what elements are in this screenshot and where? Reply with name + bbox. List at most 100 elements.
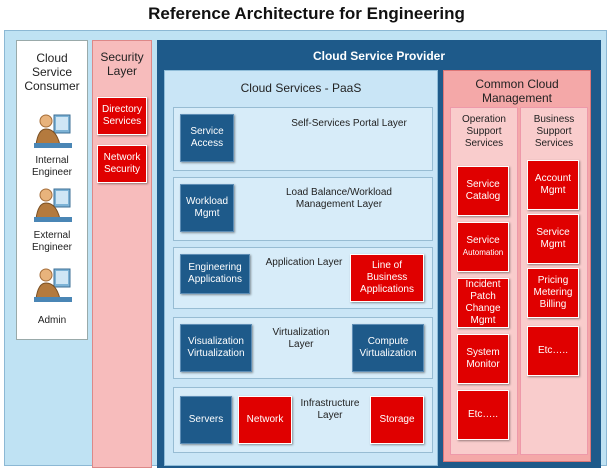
box-line: Mgmt <box>540 239 566 250</box>
virtualization-layer-label: Virtualization Layer <box>256 327 346 351</box>
visualization-virtualization-box: Visualization Virtualization <box>180 324 252 372</box>
oss-header-line: Operation <box>462 114 506 125</box>
box-line: Directory <box>101 104 142 115</box>
bss-header-line: Services <box>534 138 574 149</box>
person-label: External Engineer <box>17 230 87 254</box>
box-line: Patch <box>470 291 496 302</box>
layer-label-line: Layer <box>317 410 343 421</box>
person-label-line: Internal <box>35 155 69 166</box>
consumer-header: Cloud Service Consumer <box>17 51 87 93</box>
bss-header-line: Support <box>536 126 572 137</box>
layer-label-line: Management Layer <box>295 199 383 210</box>
ccm-header-line: Common Cloud <box>475 77 559 91</box>
box-line: Monitor <box>466 359 500 370</box>
service-catalog-box: Service Catalog <box>457 166 509 216</box>
bss-header: Business Support Services <box>521 114 587 150</box>
pricing-metering-billing-box: Pricing Metering Billing <box>527 268 579 318</box>
layer-label-line: Virtualization <box>272 327 330 338</box>
box-line: Automation <box>462 248 504 257</box>
layer-label-line: Load Balance/Workload <box>286 187 392 198</box>
page-title: Reference Architecture for Engineering <box>148 4 465 23</box>
storage-box: Storage <box>370 396 424 444</box>
security-header-line: Layer <box>106 64 138 78</box>
box-line: Services <box>102 116 142 127</box>
application-layer-label: Application Layer <box>254 257 354 269</box>
operation-support-services-column: Operation Support Services Service Catal… <box>450 107 518 455</box>
load-balance-layer-label: Load Balance/Workload Management Layer <box>254 187 424 211</box>
consumer-panel: Cloud Service Consumer Internal Engineer… <box>16 40 88 340</box>
lob-applications-box: Line of Business Applications <box>350 254 424 302</box>
service-automation-box: Service Automation <box>457 222 509 272</box>
compute-virtualization-box: Compute Virtualization <box>352 324 424 372</box>
load-balance-layer: Workload Mgmt Load Balance/Workload Mana… <box>173 177 433 241</box>
infrastructure-layer-label: Infrastructure Layer <box>294 398 366 422</box>
system-monitor-box: System Monitor <box>457 334 509 384</box>
person-label: Admin <box>17 315 87 327</box>
security-layer-panel: Security Layer Directory Services Networ… <box>92 40 152 468</box>
application-layer: Engineering Applications Application Lay… <box>173 247 433 309</box>
oss-header-line: Support <box>466 126 502 137</box>
box-line: Service <box>536 227 570 238</box>
box-line: Account <box>534 173 572 184</box>
person-label-line: Admin <box>37 315 67 326</box>
layer-label-line: Application Layer <box>265 257 343 268</box>
bss-etc-box: Etc….. <box>527 326 579 376</box>
layer-label-line: Infrastructure <box>300 398 360 409</box>
layer-label-line: Layer <box>288 339 314 350</box>
box-line: Compute <box>367 336 409 347</box>
network-security-box: Network Security <box>97 145 147 183</box>
security-header-line: Security <box>100 50 144 64</box>
box-line: Mgmt <box>470 315 496 326</box>
box-line: Service <box>466 179 500 190</box>
box-line: Applications <box>188 274 242 285</box>
box-line: Virtualization <box>187 348 245 359</box>
box-line: Business <box>366 272 408 283</box>
portal-layer-label: Self-Services Portal Layer <box>264 118 434 130</box>
csp-header: Cloud Service Provider <box>312 49 446 63</box>
box-line: Security <box>103 164 141 175</box>
box-line: Billing <box>539 299 567 310</box>
box-line: Service <box>190 126 224 137</box>
oss-etc-box: Etc….. <box>457 390 509 440</box>
engineer-icon <box>34 114 72 148</box>
person-label-line: External <box>33 230 71 241</box>
box-line: Workload <box>185 196 229 207</box>
box-line: Metering <box>533 287 573 298</box>
virtualization-layer: Visualization Virtualization Virtualizat… <box>173 317 433 379</box>
bss-header-line: Business <box>533 114 575 125</box>
infrastructure-layer: Servers Network Infrastructure Layer Sto… <box>173 387 433 453</box>
box-line: Etc….. <box>537 345 568 356</box>
box-line: Network <box>103 152 141 163</box>
layer-label-line: Self-Services Portal Layer <box>291 118 407 129</box>
box-line: Visualization <box>188 336 244 347</box>
box-line: Change <box>465 303 501 314</box>
box-line: Service <box>466 235 500 246</box>
box-line: Mgmt <box>194 208 220 219</box>
ccm-header-line: Management <box>481 91 553 105</box>
incident-patch-change-box: Incident Patch Change Mgmt <box>457 278 509 328</box>
admin-icon <box>34 268 72 302</box>
service-mgmt-box: Service Mgmt <box>527 214 579 264</box>
box-line: Line of <box>371 260 403 271</box>
network-box: Network <box>238 396 292 444</box>
box-line: Access <box>190 138 224 149</box>
ccm-header: Common Cloud Management <box>444 77 590 105</box>
box-line: Etc….. <box>467 409 498 420</box>
box-line: Servers <box>188 414 224 425</box>
portal-layer: Service Access Self-Services Portal Laye… <box>173 107 433 171</box>
person-label-line: Engineer <box>31 167 73 178</box>
engineering-applications-box: Engineering Applications <box>180 254 250 294</box>
oss-header: Operation Support Services <box>451 114 517 150</box>
box-line: Engineering <box>188 262 242 273</box>
box-line: Pricing <box>537 275 569 286</box>
consumer-header-line: Service <box>31 65 72 79</box>
person-label-line: Engineer <box>31 242 73 253</box>
box-line: Incident <box>465 279 501 290</box>
box-line: Virtualization <box>359 348 417 359</box>
workload-mgmt-box: Workload Mgmt <box>180 184 234 232</box>
box-line: Network <box>246 414 284 425</box>
box-line: Catalog <box>465 191 501 202</box>
box-line: Storage <box>379 414 415 425</box>
box-line: System <box>466 347 500 358</box>
servers-box: Servers <box>180 396 232 444</box>
